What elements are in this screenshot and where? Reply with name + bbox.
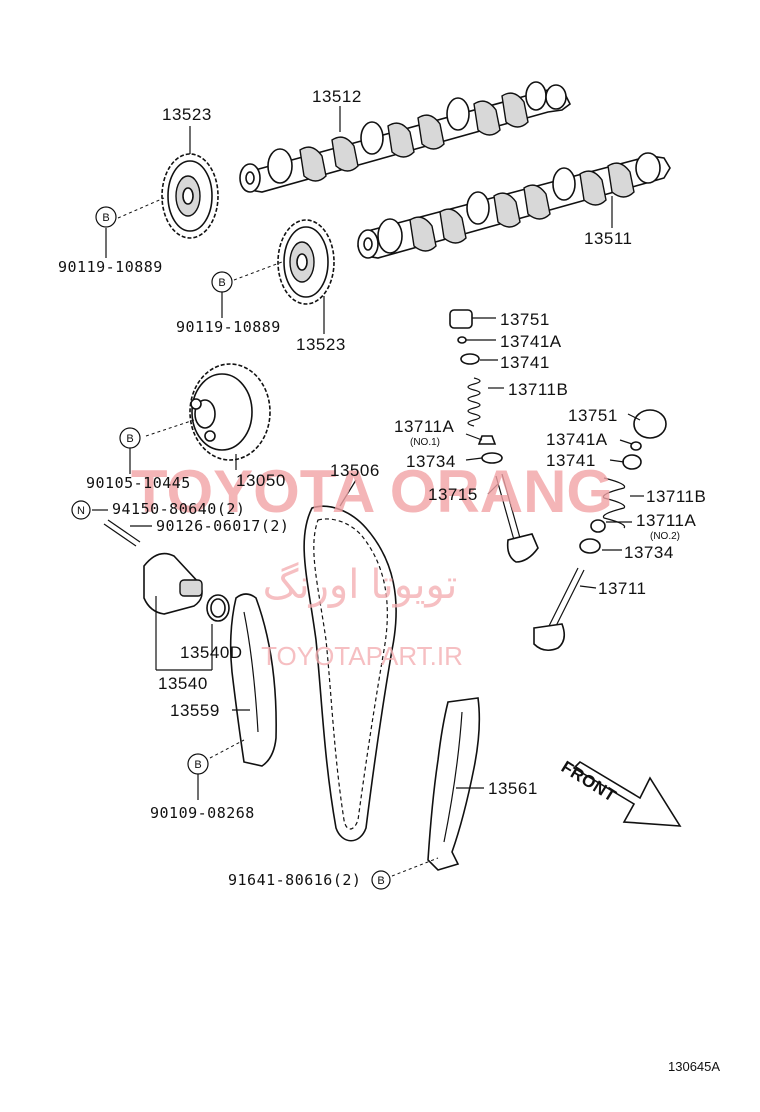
label-13512: 13512 — [312, 87, 362, 106]
svg-text:N: N — [77, 505, 85, 517]
label-13711B-b: 13711B — [646, 487, 706, 506]
label-13741A-a: 13741A — [500, 332, 562, 351]
label-no1: (NO.1) — [410, 437, 440, 448]
svg-text:B: B — [126, 433, 133, 445]
bolt-symbol-91641: B — [371, 870, 391, 890]
label-13523-lower: 13523 — [296, 335, 346, 354]
svg-text:B: B — [102, 212, 109, 224]
chain-slipper-13559[interactable] — [229, 593, 277, 767]
vvt-gear-13050[interactable] — [189, 363, 271, 461]
svg-text:B: B — [218, 277, 225, 289]
label-13511: 13511 — [584, 229, 633, 248]
label-13711A-a: 13711A — [394, 417, 455, 436]
front-arrow — [572, 760, 682, 827]
label-13715: 13715 — [428, 485, 478, 504]
label-90126-06017: 90126-06017(2) — [156, 517, 289, 535]
svg-text:B: B — [377, 875, 384, 887]
label-13734-a: 13734 — [406, 452, 456, 471]
label-13050: 13050 — [236, 471, 286, 490]
label-13540: 13540 — [158, 674, 208, 693]
valve-assembly-no2[interactable] — [533, 409, 667, 652]
watermark-persian: تویوتا اورنگ — [263, 562, 458, 608]
label-13741A-b: 13741A — [546, 430, 608, 449]
chain-guide-13561[interactable] — [427, 697, 481, 871]
label-no2: (NO.2) — [650, 531, 680, 542]
label-13741-a: 13741 — [500, 353, 550, 372]
label-13734-b: 13734 — [624, 543, 674, 562]
label-90119-10889-a: 90119-10889 — [58, 258, 163, 276]
label-13561: 13561 — [488, 779, 538, 798]
bolt-symbol-90109: B — [187, 753, 209, 775]
watermark-site: TOYOTAPART.IR — [261, 641, 463, 671]
label-13711B-a: 13711B — [508, 380, 568, 399]
bolt-symbol-90105: B — [119, 427, 141, 449]
label-91641-80616: 91641-80616(2) — [228, 871, 361, 889]
label-90119-10889-b: 90119-10889 — [176, 318, 281, 336]
timing-chain-13506[interactable] — [303, 505, 397, 842]
camshaft-upper-13512[interactable] — [239, 81, 572, 193]
svg-text:B: B — [194, 759, 201, 771]
figure-code: 130645A — [668, 1059, 720, 1074]
watermark-brand: TOYOTA ORANG — [131, 458, 613, 525]
label-90109-08268: 90109-08268 — [150, 804, 255, 822]
bolt-symbol-90119-b: B — [211, 271, 233, 293]
chain-tensioner-13540[interactable] — [103, 519, 230, 622]
label-13751-a: 13751 — [500, 310, 550, 329]
label-13741-b: 13741 — [546, 451, 596, 470]
label-13506: 13506 — [330, 461, 380, 480]
bolt-symbol-90119-a: B — [95, 206, 117, 228]
label-13559: 13559 — [170, 701, 220, 720]
nut-symbol-94150: N — [71, 500, 91, 520]
label-13751-b: 13751 — [568, 406, 618, 425]
label-13711A-b: 13711A — [636, 511, 697, 530]
leader-lines — [92, 106, 644, 877]
sprocket-13523-top[interactable] — [161, 153, 219, 239]
camshaft-lower-13511[interactable] — [357, 152, 671, 259]
sprocket-13523-lower[interactable] — [277, 219, 335, 305]
label-94150-80640: 94150-80640(2) — [112, 500, 245, 518]
label-13523-top: 13523 — [162, 105, 212, 124]
label-90105-10445: 90105-10445 — [86, 474, 191, 492]
label-13540D: 13540D — [180, 643, 243, 662]
label-13711: 13711 — [598, 579, 647, 598]
